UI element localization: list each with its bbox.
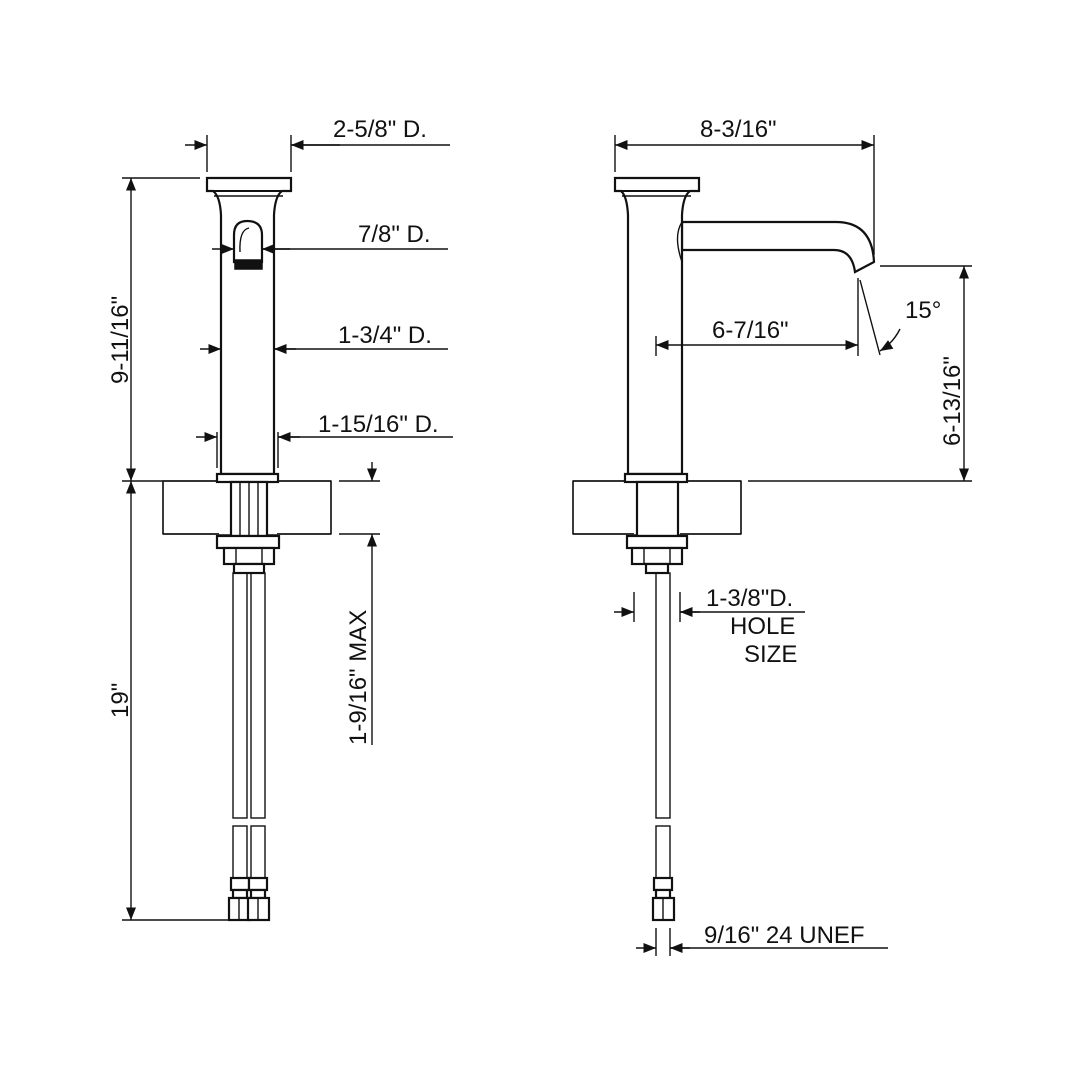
hole-size-label-line1: 1-3/8"D. — [706, 585, 793, 612]
front-braided-hoses — [227, 572, 271, 922]
spout-angle-label: 15° — [905, 297, 941, 324]
height-above-deck-label: 9-11/16" — [107, 296, 134, 384]
hole-size-label-line2: HOLE — [730, 613, 795, 640]
connection-thread-label: 9/16" 24 UNEF — [704, 922, 865, 949]
front-shank — [215, 480, 281, 575]
side-faucet-body — [613, 176, 876, 484]
base-diameter-label: 1-15/16" D. — [318, 411, 439, 438]
side-view: 8-3/16" 6-7/16" 15° 6-13/16" — [572, 116, 972, 956]
max-deck-thickness-label: 1-9/16" MAX — [345, 610, 372, 745]
side-braided-hose — [651, 572, 676, 922]
dim-aerator-diameter: 7/8" D. — [212, 221, 448, 255]
dim-hose-length: 19" — [107, 481, 229, 921]
dim-spout-reach: 6-7/16" — [655, 278, 859, 356]
dim-spout-height: 6-13/16" — [748, 265, 972, 482]
dim-overall-depth: 8-3/16" — [614, 116, 875, 255]
dim-height-above-deck: 9-11/16" — [107, 177, 200, 482]
dim-base-diameter: 1-15/16" D. — [196, 411, 453, 468]
dim-max-deck-thickness: 1-9/16" MAX — [339, 462, 380, 745]
hole-size-label-line3: SIZE — [744, 641, 797, 668]
dim-body-diameter: 1-3/4" D. — [200, 322, 448, 355]
spout-height-label: 6-13/16" — [939, 356, 966, 446]
dim-head-diameter: 2-5/8" D. — [185, 116, 450, 172]
head-diameter-label: 2-5/8" D. — [333, 116, 427, 143]
side-shank — [625, 480, 689, 575]
aerator-diameter-label: 7/8" D. — [358, 221, 431, 248]
dim-hole-size: 1-3/8"D. HOLE SIZE — [614, 585, 805, 668]
dim-connection-thread: 9/16" 24 UNEF — [636, 922, 888, 956]
dim-spout-angle: 15° — [859, 279, 941, 356]
body-diameter-label: 1-3/4" D. — [338, 322, 432, 349]
overall-depth-label: 8-3/16" — [700, 116, 777, 143]
hose-length-label: 19" — [107, 683, 134, 718]
spout-reach-label: 6-7/16" — [712, 317, 789, 344]
front-view: 2-5/8" D. 7/8" D. 1-3/4" D. 1-15/16" D. — [107, 116, 453, 922]
